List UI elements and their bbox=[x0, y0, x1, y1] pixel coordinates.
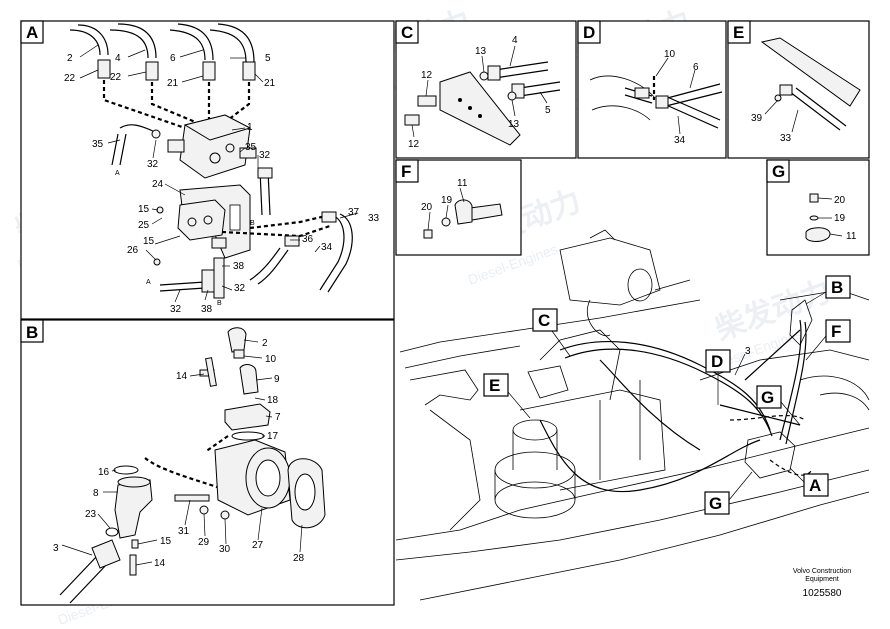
label-b-0: 2 bbox=[262, 338, 268, 349]
label-g-2: 11 bbox=[846, 231, 857, 242]
label-a-2: 6 bbox=[170, 53, 176, 64]
label-a-12: 32 bbox=[259, 150, 271, 161]
footer-company-line2: Equipment bbox=[805, 576, 839, 583]
label-c-4: 13 bbox=[508, 119, 520, 130]
label-a-19: 36 bbox=[302, 234, 314, 245]
label-b-4: 18 bbox=[267, 395, 279, 406]
footer-company-line1: Volvo Construction bbox=[793, 568, 851, 575]
callout-g-bottom: G bbox=[709, 494, 722, 513]
label-c-2: 12 bbox=[421, 70, 433, 81]
label-a-22: 38 bbox=[233, 261, 245, 272]
panel-a-tag: A bbox=[26, 23, 38, 42]
side-letter-a-2: A bbox=[146, 279, 151, 286]
label-a-1: 4 bbox=[115, 53, 121, 64]
label-e-0: 39 bbox=[751, 113, 763, 124]
label-b-16: 14 bbox=[154, 558, 166, 569]
label-a-4: 22 bbox=[64, 73, 76, 84]
label-a-21: 26 bbox=[127, 245, 139, 256]
label-b-14: 3 bbox=[53, 543, 59, 554]
label-b-10: 31 bbox=[178, 526, 190, 537]
panel-f: F 11 20 19 bbox=[395, 159, 522, 256]
panel-b-tag: B bbox=[26, 323, 38, 342]
overview-callouts: C B F E D 3 G A G bbox=[483, 275, 851, 515]
panel-f-tag: F bbox=[401, 162, 411, 181]
label-b-1: 10 bbox=[265, 354, 277, 365]
label-a-0: 2 bbox=[67, 53, 73, 64]
callout-g-top: G bbox=[761, 388, 774, 407]
label-b-2: 14 bbox=[176, 371, 188, 382]
label-b-9: 23 bbox=[85, 509, 97, 520]
panel-d: D 10 6 34 bbox=[577, 20, 727, 159]
label-a-6: 21 bbox=[167, 78, 179, 89]
side-letter-a-3: B bbox=[217, 300, 222, 307]
label-a-14: 15 bbox=[138, 204, 150, 215]
footer: Volvo Construction Equipment 1025580 bbox=[793, 568, 851, 599]
callout-d: D bbox=[711, 352, 723, 371]
label-f-2: 19 bbox=[441, 195, 453, 206]
label-a-16: 37 bbox=[348, 207, 360, 218]
callout-e: E bbox=[489, 376, 500, 395]
label-d-2: 34 bbox=[674, 135, 686, 146]
label-c-3: 5 bbox=[545, 105, 551, 116]
label-b-11: 29 bbox=[198, 537, 210, 548]
label-a-18: 15 bbox=[143, 236, 155, 247]
panel-c-tag: C bbox=[401, 23, 413, 42]
label-b-7: 16 bbox=[98, 467, 110, 478]
label-a-24: 32 bbox=[170, 304, 182, 315]
label-b-3: 9 bbox=[274, 374, 280, 385]
label-b-12: 30 bbox=[219, 544, 231, 555]
panel-b: B bbox=[20, 319, 395, 606]
label-g-0: 20 bbox=[834, 195, 846, 206]
panel-e-tag: E bbox=[733, 23, 744, 42]
label-a-15: 25 bbox=[138, 220, 150, 231]
label-b-17: 28 bbox=[293, 553, 305, 564]
label-b-6: 17 bbox=[267, 431, 279, 442]
label-a-23: 32 bbox=[234, 283, 246, 294]
callout-c: C bbox=[538, 311, 550, 330]
panel-d-tag: D bbox=[583, 23, 595, 42]
callout-f: F bbox=[831, 322, 841, 341]
label-a-11: 35 bbox=[245, 142, 257, 153]
panel-g-tag: G bbox=[772, 162, 785, 181]
label-c-0: 4 bbox=[512, 35, 518, 46]
label-a-3: 5 bbox=[265, 53, 271, 64]
label-e-1: 33 bbox=[780, 133, 792, 144]
label-b-5: 7 bbox=[275, 412, 281, 423]
side-letter-a-1: B bbox=[250, 220, 255, 227]
label-d-0: 10 bbox=[664, 49, 676, 60]
label-c-1: 13 bbox=[475, 46, 487, 57]
side-letter-a-0: A bbox=[115, 170, 120, 177]
label-a-9: 35 bbox=[92, 139, 104, 150]
label-d-1: 6 bbox=[693, 62, 699, 73]
label-a-17: 33 bbox=[368, 213, 380, 224]
callout-3: 3 bbox=[745, 346, 751, 357]
label-f-0: 11 bbox=[457, 178, 468, 189]
callout-a: A bbox=[809, 476, 821, 495]
label-a-5: 22 bbox=[110, 72, 122, 83]
label-b-8: 8 bbox=[93, 488, 99, 499]
overview-machine bbox=[395, 229, 870, 601]
panel-c: C 4 13 12 5 13 12 bbox=[395, 20, 577, 159]
callout-b: B bbox=[831, 278, 843, 297]
label-a-20: 34 bbox=[321, 242, 333, 253]
label-a-7: 21 bbox=[264, 78, 276, 89]
figure-number: 1025580 bbox=[803, 588, 842, 599]
panel-g: G 20 19 11 bbox=[766, 159, 870, 256]
label-b-15: 15 bbox=[160, 536, 172, 547]
label-g-1: 19 bbox=[834, 213, 846, 224]
panel-a: A bbox=[20, 20, 395, 320]
label-a-25: 38 bbox=[201, 304, 213, 315]
label-f-1: 20 bbox=[421, 202, 433, 213]
panel-e: E 39 33 bbox=[727, 20, 870, 159]
label-c-5: 12 bbox=[408, 139, 420, 150]
label-a-10: 32 bbox=[147, 159, 159, 170]
label-a-8: 1 bbox=[247, 122, 253, 133]
label-a-13: 24 bbox=[152, 179, 164, 190]
label-b-13: 27 bbox=[252, 540, 264, 551]
